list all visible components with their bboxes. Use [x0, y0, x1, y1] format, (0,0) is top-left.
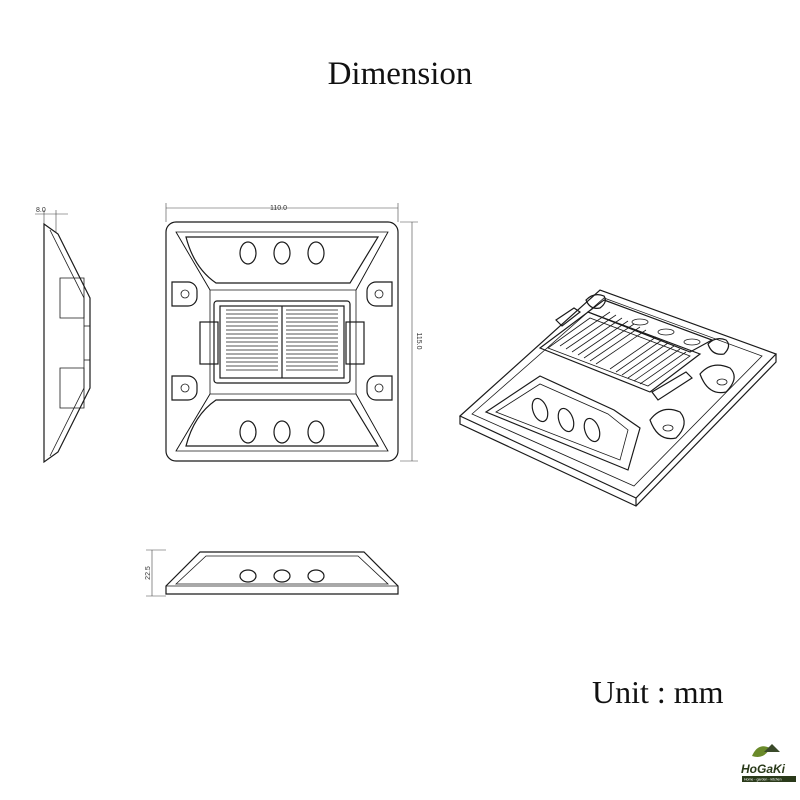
solar-panel-cells-right [286, 309, 338, 371]
unit-label: Unit : mm [592, 674, 724, 710]
logo-name: HoGaKi [741, 762, 786, 776]
top-view: 110.0 115.0 [165, 203, 422, 462]
side-depth-dimension: 8.0 [36, 207, 46, 214]
height-dimension: 22.5 [145, 566, 152, 580]
logo-tagline: Home - garden - kitchen [744, 778, 782, 782]
width-dimension: 110.0 [270, 205, 287, 212]
side-view: 8.0 [35, 207, 91, 464]
solar-panel-cells-left [226, 309, 278, 371]
iso-solar-cells [559, 311, 687, 385]
front-view: 22.5 [145, 549, 399, 597]
length-dimension: 115.0 [415, 333, 422, 350]
isometric-view [458, 289, 778, 507]
brand-logo: HoGaKi Home - garden - kitchen [741, 744, 796, 782]
diagram-title: Dimension [327, 56, 473, 92]
